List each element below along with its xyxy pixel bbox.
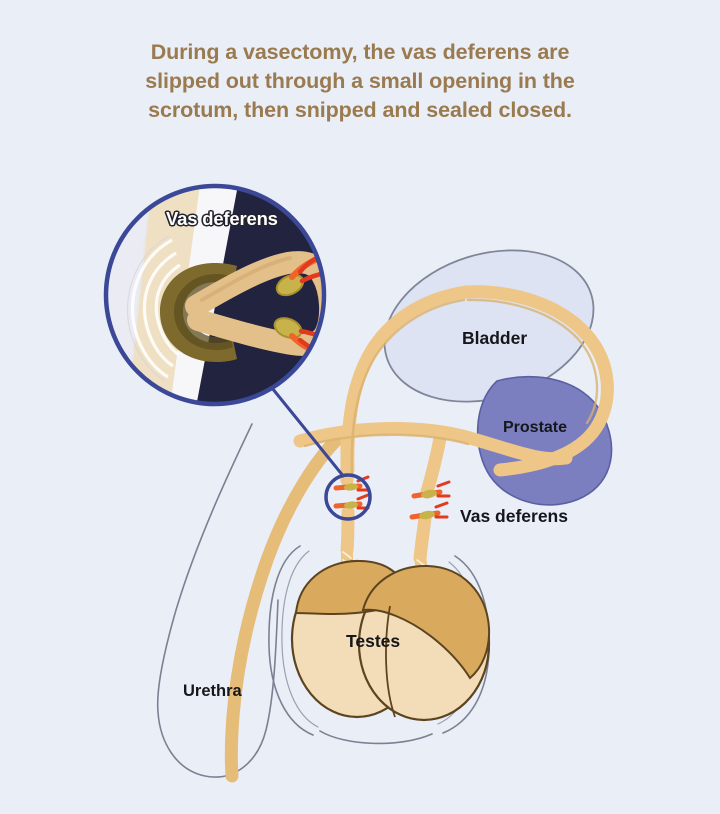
tube-shading — [303, 298, 599, 476]
scrotum-outline-left-inner — [281, 550, 319, 728]
vas-deferens-right-upper — [420, 431, 447, 499]
inset-magnifier — [103, 183, 327, 407]
incision-ripples-shade — [126, 235, 170, 382]
label-testes: Testes — [346, 631, 401, 651]
penis-outline — [156, 423, 279, 778]
scrotum-outline-left — [268, 545, 314, 736]
label-urethra: Urethra — [183, 682, 242, 700]
clamp-right-lower — [409, 501, 449, 520]
cut-site-right — [409, 480, 451, 520]
label-bladder: Bladder — [462, 328, 528, 348]
inset-cut-end-upper — [275, 251, 323, 297]
main-anatomy-group — [156, 249, 614, 783]
epididymis-cap-right — [361, 564, 491, 680]
clamp-right-upper — [411, 480, 451, 499]
scrotal-incision-opening — [160, 263, 237, 362]
callout-marker-circle — [324, 473, 372, 521]
scrotum-outline-bottom — [319, 730, 433, 745]
vas-deferens-tube-system — [224, 285, 614, 783]
label-inset-vas-deferens: Vas deferens — [166, 208, 278, 229]
label-vas-deferens: Vas deferens — [460, 506, 568, 526]
inset-connector-line — [266, 382, 346, 478]
incision-ripples — [130, 238, 181, 379]
label-prostate: Prostate — [503, 419, 568, 436]
testis-seam — [385, 605, 396, 718]
scrotal-incision-inner — [174, 274, 233, 350]
inset-border-circle — [103, 183, 327, 407]
vas-deferens-right-arch — [460, 285, 614, 477]
urethra-tube — [224, 425, 352, 783]
clamp-left-lower — [333, 493, 370, 510]
